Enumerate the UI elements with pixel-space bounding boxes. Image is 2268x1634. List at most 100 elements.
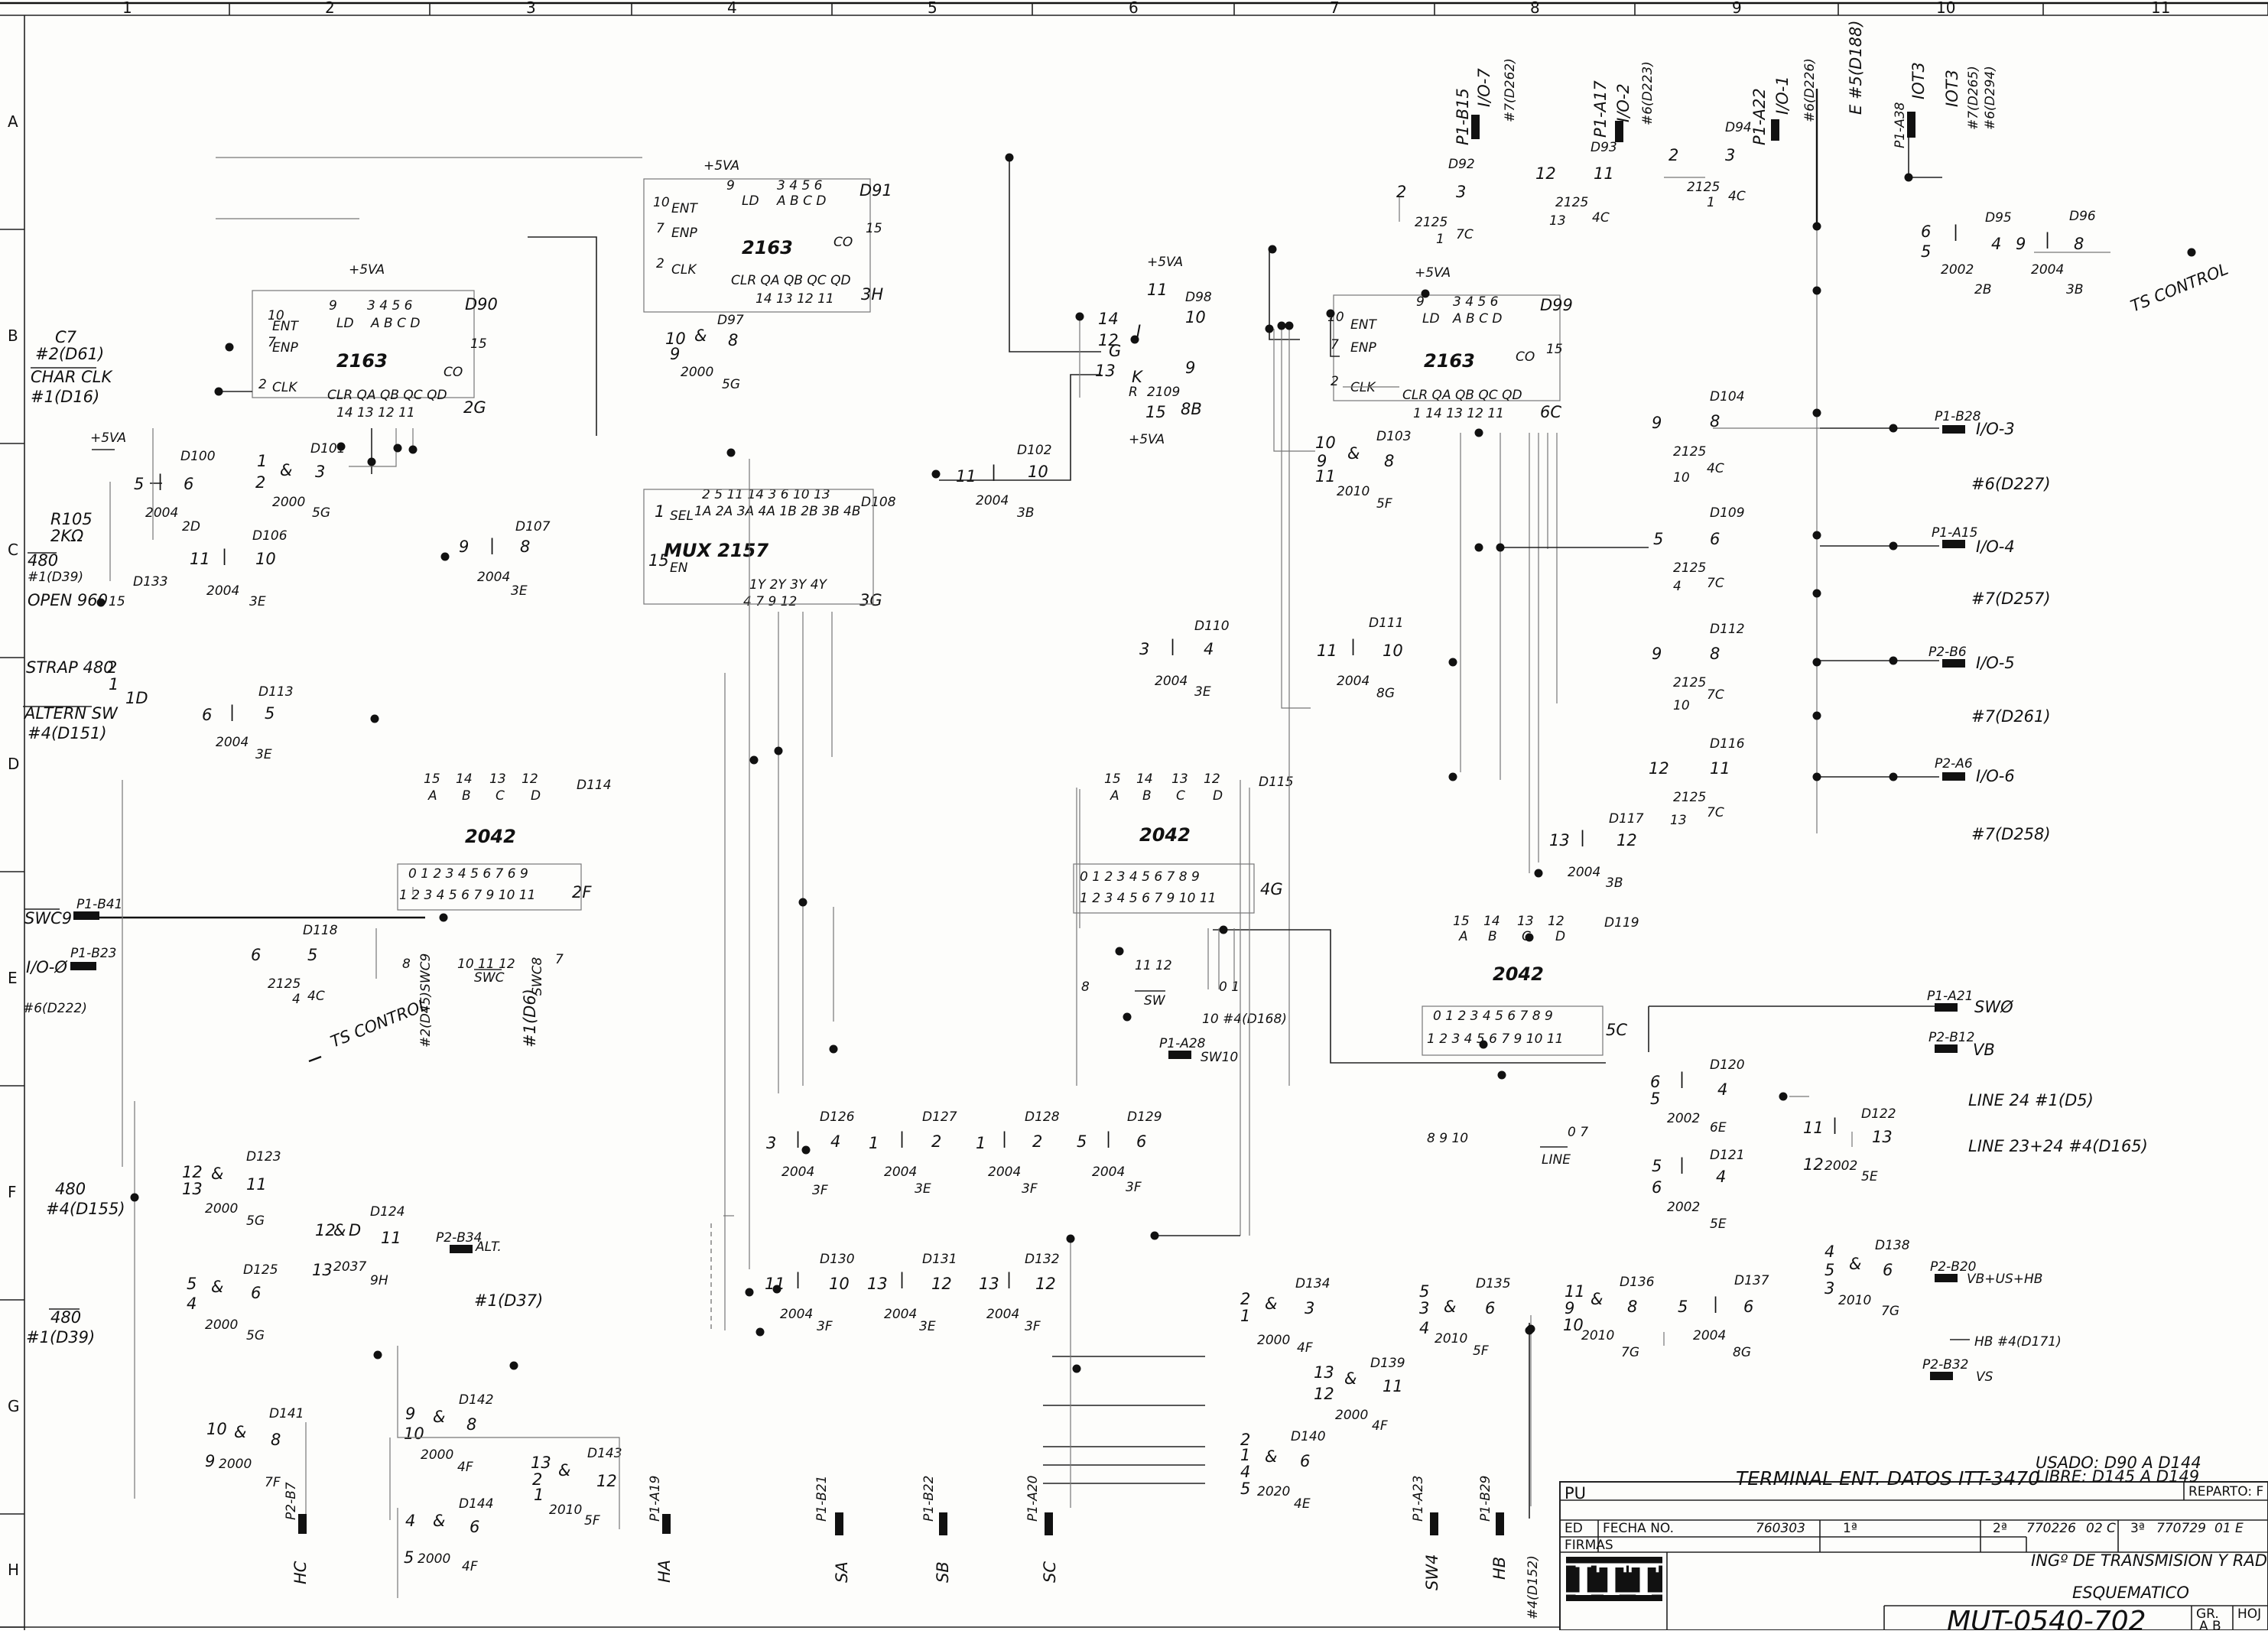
svg-text:D111: D111 (1369, 616, 1404, 631)
junction-dot (1265, 324, 1274, 333)
junction-dot (1497, 1070, 1506, 1080)
sw4-label: SW4 (1423, 1554, 1441, 1590)
svg-text:D136: D136 (1620, 1275, 1655, 1290)
chip-d114-loc: 2F (572, 883, 592, 901)
svg-text:1D: 1D (125, 689, 148, 707)
svg-text:2125: 2125 (1673, 560, 1706, 576)
p5va-d98: +5VA (1147, 255, 1183, 270)
svg-text:D117: D117 (1609, 811, 1644, 827)
alt-label: ALT. (475, 1239, 502, 1255)
itt-logo: ITT (1566, 1556, 1662, 1605)
svg-text:D109: D109 (1710, 505, 1745, 521)
svg-text:2004: 2004 (976, 493, 1009, 508)
chip-d90-ref: D90 (465, 295, 498, 313)
svg-text:D125: D125 (243, 1262, 278, 1278)
svg-text:12: 12 (1098, 331, 1119, 349)
column-label: 6 (1129, 0, 1139, 17)
svg-text:|: | (991, 463, 996, 482)
svg-text:4: 4 (405, 1512, 415, 1530)
svg-text:13: 13 (312, 1261, 333, 1279)
svg-text:6: 6 (202, 706, 212, 724)
svg-text:13: 13 (1549, 213, 1566, 229)
svg-text:1 14 13 12 11: 1 14 13 12 11 (1413, 406, 1504, 421)
junction-dot (1130, 335, 1139, 344)
svg-text:ENT: ENT (1350, 317, 1377, 333)
svg-text:2125: 2125 (1687, 180, 1720, 195)
io0-label: I/O-Ø (26, 958, 67, 976)
svg-text:2004: 2004 (884, 1165, 917, 1180)
svg-text:A B C D: A B C D (776, 193, 826, 209)
vb-label: VB (1973, 1041, 1995, 1059)
row-label: B (8, 326, 18, 345)
svg-text:2125: 2125 (1673, 675, 1706, 690)
chip-d108-ref: D108 (861, 495, 896, 510)
svg-text:8G: 8G (1376, 686, 1395, 701)
svg-text:11: 11 (246, 1175, 267, 1194)
chip-d115-ref: D115 (1259, 775, 1294, 790)
svg-text:0 1 2 3 4 5 6 7 8 9: 0 1 2 3 4 5 6 7 8 9 (1433, 1009, 1553, 1024)
svg-text:2000: 2000 (1335, 1408, 1368, 1423)
svg-text:LD: LD (336, 316, 354, 331)
svg-text:10 11 12: 10 11 12 (457, 957, 515, 972)
svg-text:CLK: CLK (272, 380, 298, 395)
svg-text:|: | (899, 1129, 905, 1148)
svg-text:D112: D112 (1710, 622, 1745, 637)
svg-text:5: 5 (1921, 242, 1931, 261)
svg-text:11: 11 (1315, 467, 1336, 486)
svg-text:#1(D6): #1(D6) (521, 989, 539, 1048)
wires (109, 89, 2110, 1598)
svg-text:9: 9 (1416, 294, 1425, 310)
svg-text:6: 6 (1300, 1452, 1310, 1470)
c7-label: C7 (55, 328, 77, 346)
open960-label: OPEN 960 (28, 591, 108, 609)
svg-text:2010: 2010 (549, 1502, 582, 1518)
chip-d99-loc: 6C (1540, 403, 1561, 421)
svg-text:5E: 5E (1861, 1169, 1878, 1184)
svg-text:&: & (1444, 1298, 1456, 1316)
svg-text:2D: 2D (182, 519, 200, 534)
svg-text:5: 5 (265, 704, 275, 723)
svg-text:SEL: SEL (670, 508, 694, 524)
column-label: 3 (526, 0, 536, 17)
svg-text:&: & (1591, 1290, 1603, 1308)
svg-text:5G: 5G (246, 1328, 265, 1343)
row-label: G (8, 1397, 20, 1415)
svg-text:D: D (1213, 788, 1223, 804)
gate-d101: 1 2 & 3 D101 2000 5G (255, 441, 346, 521)
svg-text:3E: 3E (255, 747, 272, 762)
svg-text:11: 11 (1710, 759, 1730, 778)
junction-dot (509, 1361, 518, 1370)
svg-text:2004: 2004 (216, 735, 249, 750)
svg-text:9: 9 (405, 1405, 415, 1423)
svg-text:|: | (222, 547, 227, 566)
altern-ref: #4(D151) (28, 724, 107, 742)
svg-text:D98: D98 (1185, 290, 1212, 305)
junction-dot (1812, 286, 1821, 295)
io7-ref: #7(D262) (1503, 58, 1518, 122)
svg-text:2: 2 (1240, 1290, 1250, 1308)
svg-text:12: 12 (1035, 1275, 1056, 1293)
svg-text:5: 5 (307, 946, 317, 964)
svg-text:3B: 3B (1017, 505, 1034, 521)
svg-text:D133: D133 (133, 574, 168, 590)
svg-text:10: 10 (1673, 698, 1690, 713)
svg-text:12: 12 (596, 1472, 617, 1490)
svg-text:7: 7 (268, 335, 276, 350)
c7-ref: #2(D61) (35, 345, 104, 363)
svg-text:&: & (211, 1165, 223, 1183)
svg-text:3: 3 (1305, 1299, 1314, 1317)
svg-text:4: 4 (1419, 1319, 1429, 1337)
svg-text:13: 13 (1549, 831, 1570, 849)
svg-text:6: 6 (1883, 1261, 1893, 1279)
svg-text:D128: D128 (1025, 1109, 1060, 1125)
svg-text:2004: 2004 (2031, 262, 2064, 278)
chip-d91-type: 2163 (742, 237, 793, 258)
svg-text:2002: 2002 (1824, 1158, 1857, 1174)
strap480-label: STRAP 480 (26, 658, 114, 677)
svg-text:9: 9 (205, 1452, 215, 1470)
p5va-d91: +5VA (703, 158, 739, 174)
